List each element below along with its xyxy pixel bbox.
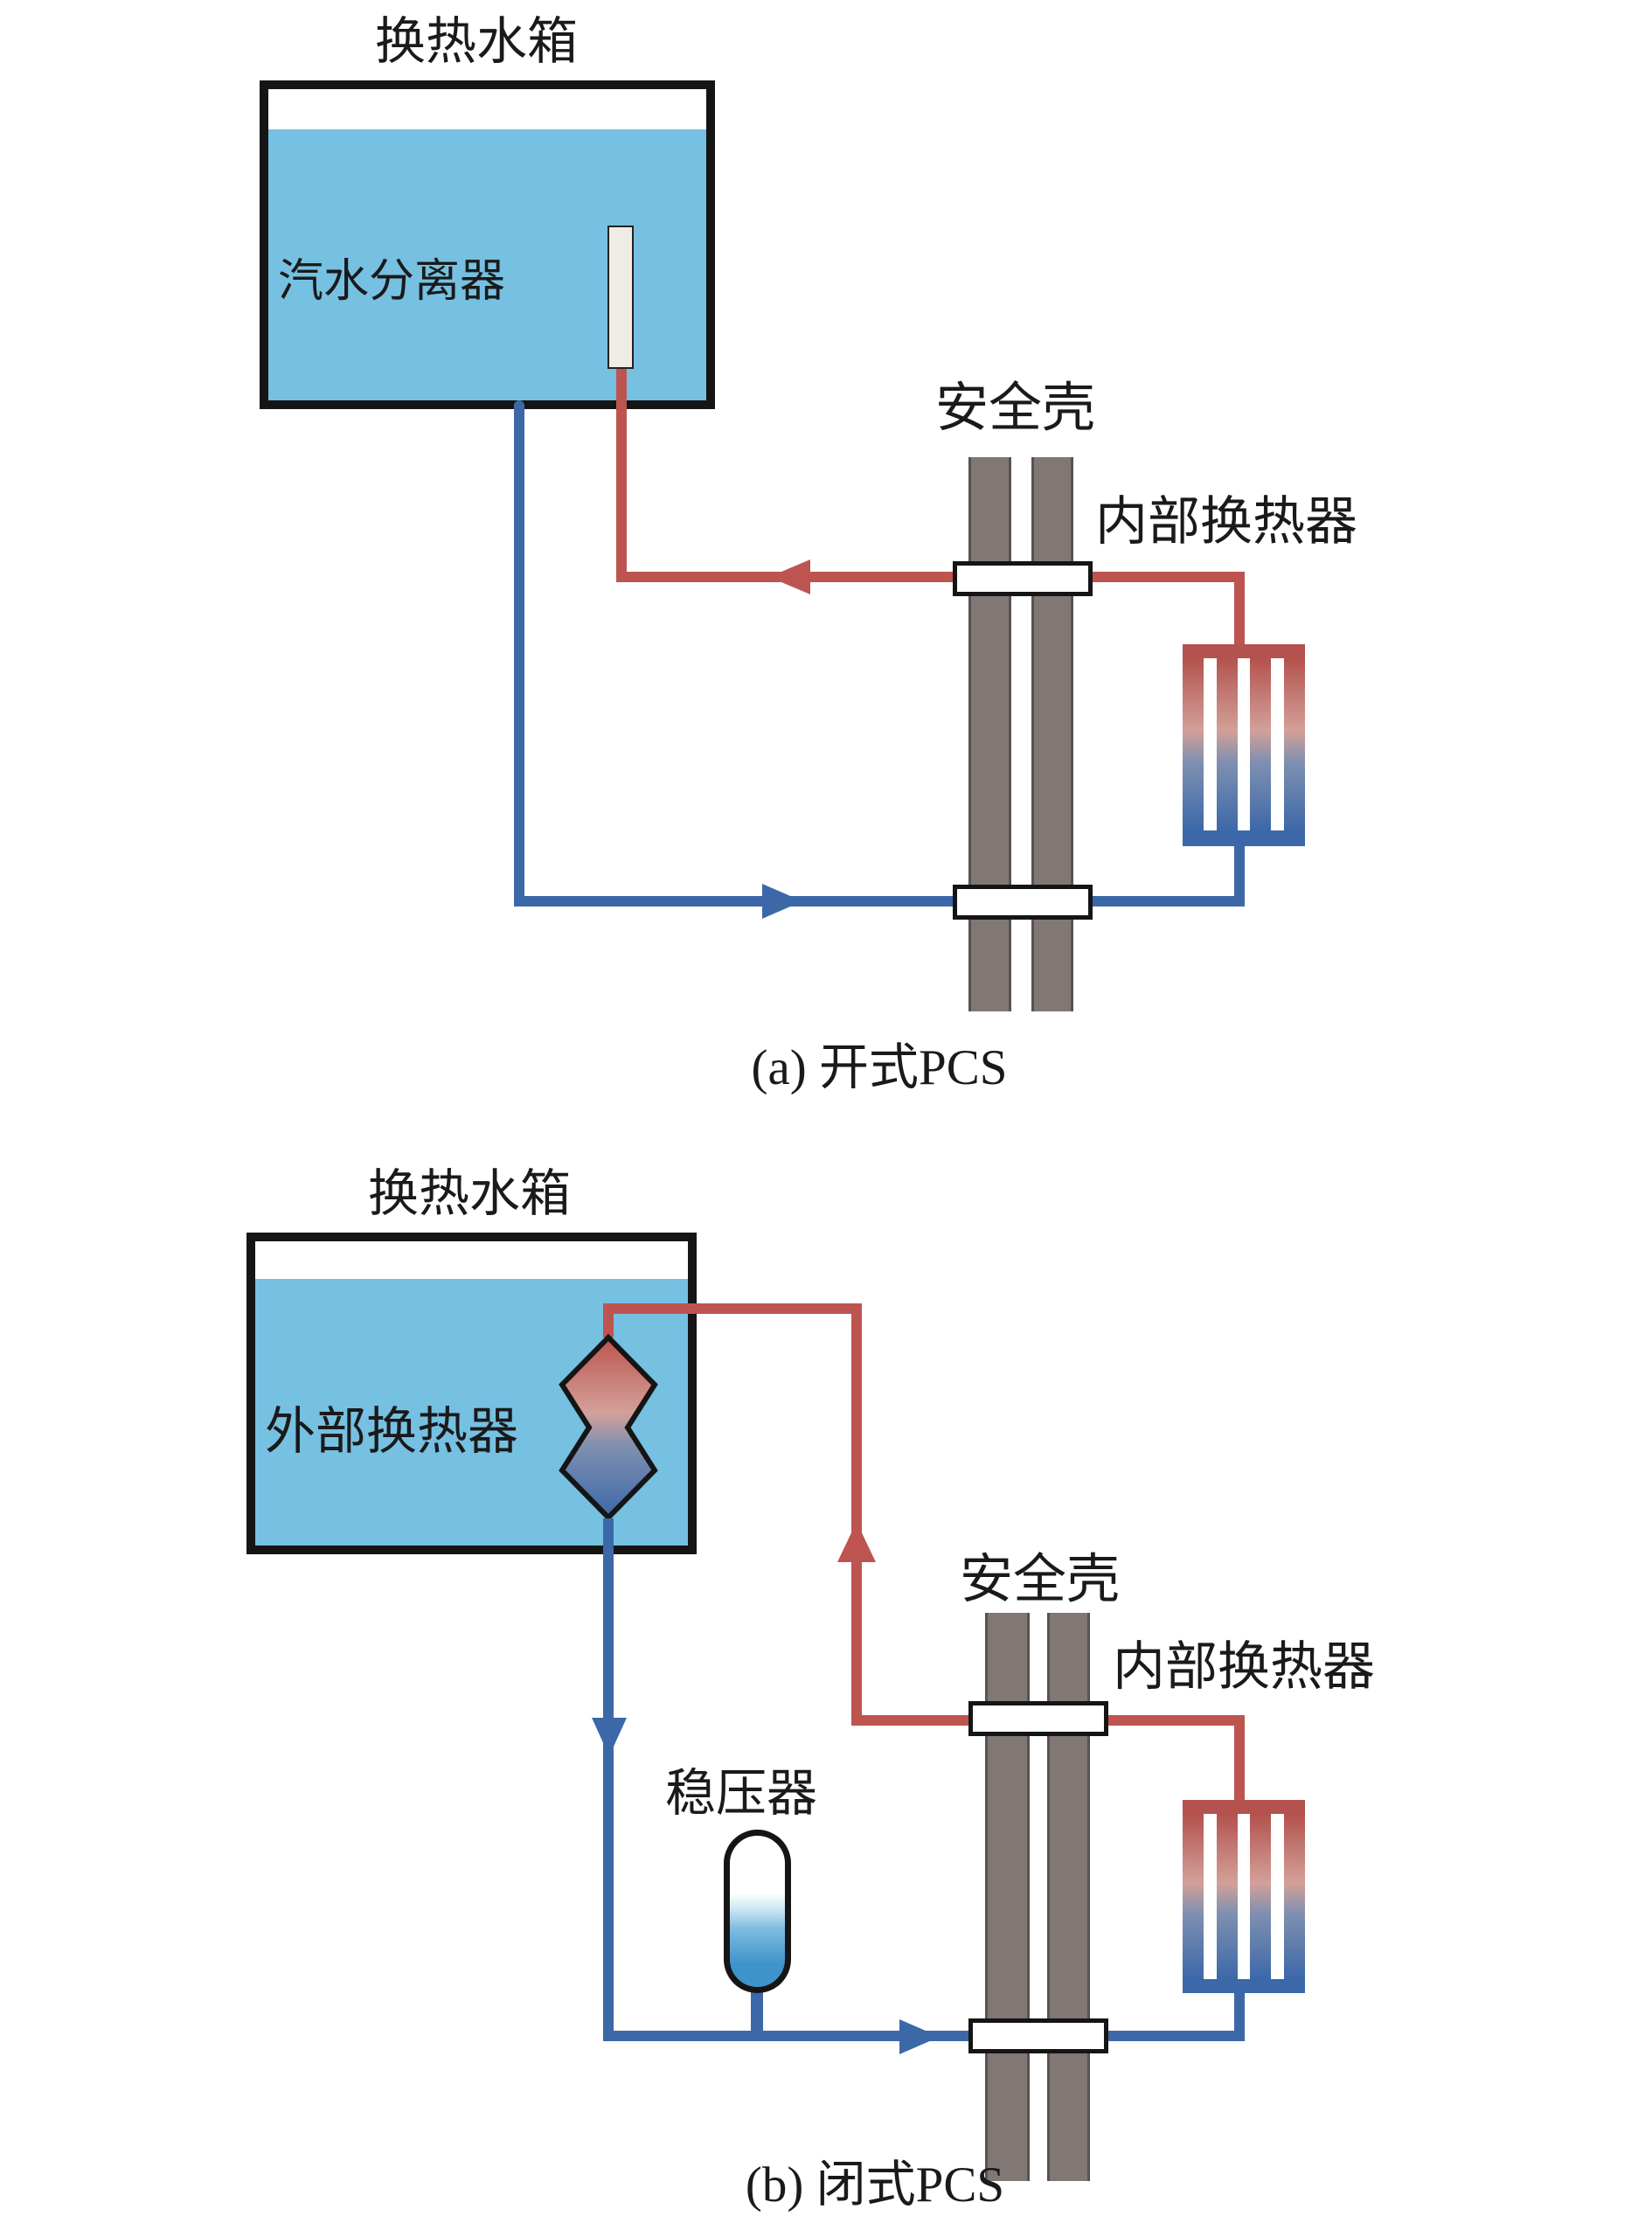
hx-fin — [1250, 658, 1272, 830]
penetration-hot-b — [968, 1701, 1108, 1736]
hx-fin — [1250, 1814, 1272, 1979]
hot-pipe-a-horizontal — [616, 572, 1245, 582]
internal-hx-b-fins — [1183, 1814, 1305, 1979]
pressurizer-label: 稳压器 — [665, 1765, 818, 1822]
internal-hx-label-b: 内部换热器 — [1113, 1638, 1375, 1696]
external-heat-exchanger — [559, 1333, 658, 1522]
cold-pipe-b-vertical — [603, 1518, 614, 2041]
containment-wall-b-inner — [985, 1613, 1030, 2181]
hx-fin — [1216, 1814, 1238, 1979]
internal-hx-b-hot-header — [1183, 1800, 1305, 1814]
penetration-hot-a — [953, 561, 1093, 596]
pressurizer — [724, 1830, 791, 1993]
steam-water-separator — [607, 226, 634, 369]
containment-wall-a-outer — [1031, 457, 1073, 1011]
penetration-cold-b — [968, 2018, 1108, 2053]
pressurizer-stem — [751, 1990, 763, 2036]
flow-arrow-right-icon — [762, 884, 802, 919]
cold-pipe-b-hx-stub — [1234, 1993, 1245, 2041]
hot-pipe-a-hx-stub — [1234, 572, 1245, 647]
internal-hx-a-cold-header — [1183, 830, 1305, 846]
cold-pipe-a-vertical — [514, 400, 524, 907]
tank-a-title: 换热水箱 — [374, 13, 578, 70]
internal-hx-b-cold-header — [1183, 1979, 1305, 1993]
flow-arrow-up-icon — [837, 1522, 876, 1562]
hot-pipe-b-top-horizontal — [603, 1303, 862, 1314]
internal-hx-a-hot-header — [1183, 644, 1305, 658]
external-hx-label: 外部换热器 — [265, 1403, 519, 1460]
containment-wall-a-inner — [968, 457, 1011, 1011]
caption-a: (a) 开式PCS — [751, 1040, 1008, 1095]
penetration-cold-a — [953, 885, 1093, 920]
flow-arrow-right-icon — [899, 2019, 940, 2054]
flow-arrow-left-icon — [769, 559, 810, 594]
hot-pipe-b-vertical — [851, 1303, 862, 1726]
caption-b: (b) 闭式PCS — [745, 2157, 1005, 2213]
hx-fin — [1183, 658, 1204, 830]
steam-water-separator-label: 汽水分离器 — [278, 257, 506, 307]
internal-hx-label-a: 内部换热器 — [1095, 493, 1357, 551]
hx-fin — [1283, 1814, 1305, 1979]
tank-b-title: 换热水箱 — [367, 1165, 571, 1222]
internal-hx-a-fins — [1183, 658, 1305, 830]
hx-fin — [1183, 1814, 1204, 1979]
hx-fin — [1283, 658, 1305, 830]
flow-arrow-down-icon — [592, 1718, 627, 1756]
hot-pipe-b-hx-stub — [1234, 1715, 1245, 1803]
containment-label-b: 安全壳 — [960, 1551, 1121, 1609]
cold-pipe-a-hx-stub — [1234, 844, 1245, 907]
containment-wall-b-outer — [1047, 1613, 1090, 2181]
hx-fin — [1216, 658, 1238, 830]
hot-pipe-a-vertical — [616, 369, 627, 582]
containment-label-a: 安全壳 — [935, 379, 1096, 438]
hot-pipe-b-tank-stub — [603, 1309, 614, 1337]
cold-pipe-a-horizontal — [519, 896, 1245, 907]
